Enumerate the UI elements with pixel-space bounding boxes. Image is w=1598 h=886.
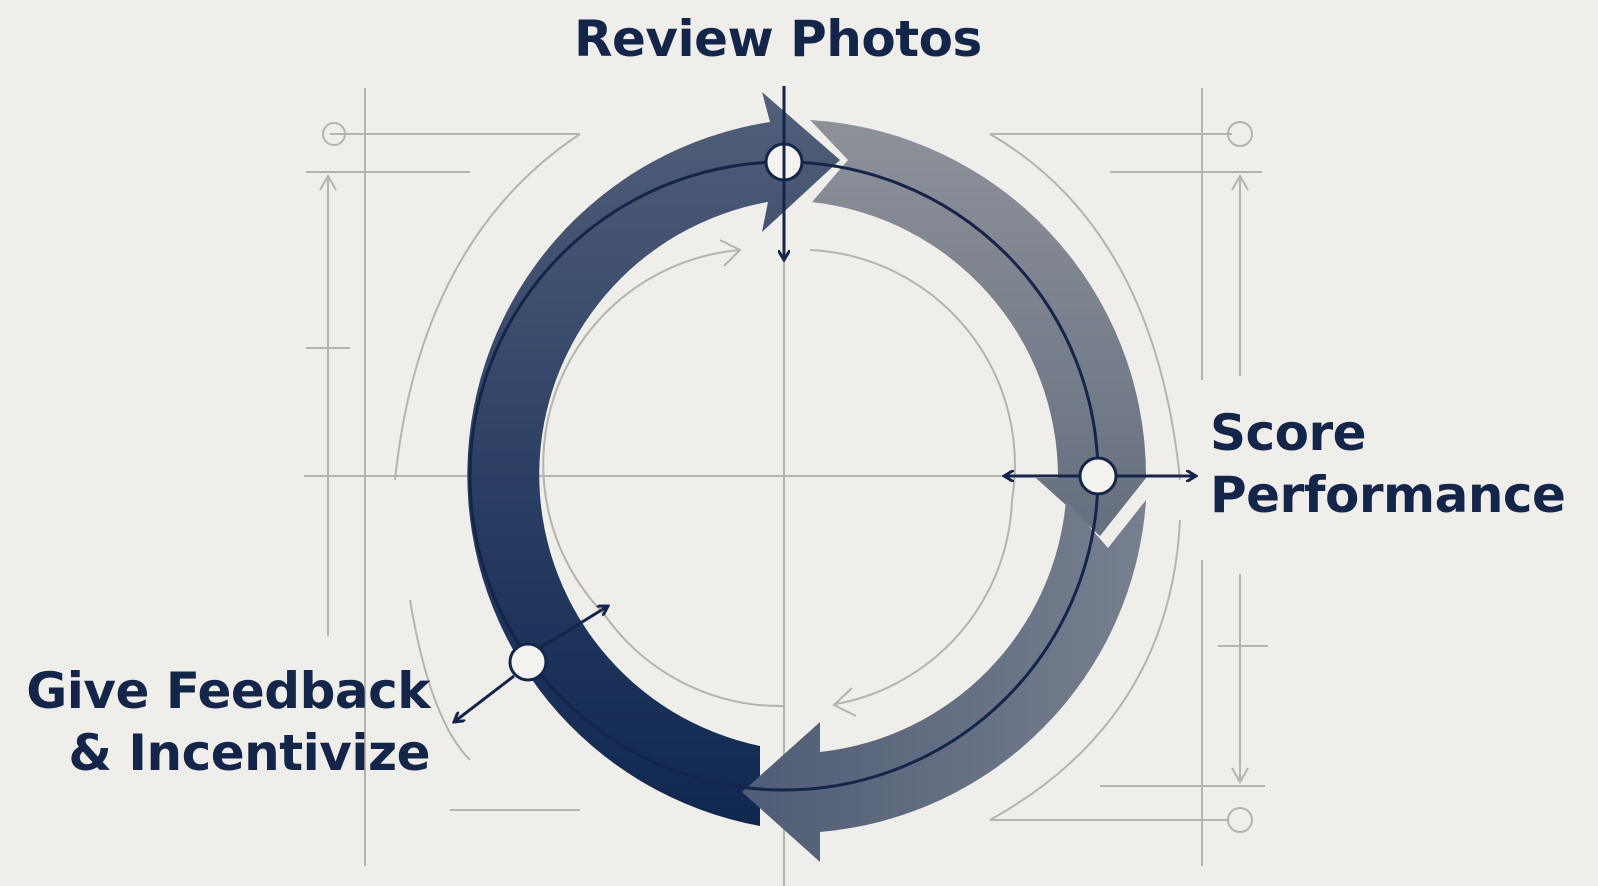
guide-right-tick-arrow-top (1231, 173, 1249, 191)
feedback-inward-arrow (539, 606, 608, 650)
arrow-score-to-feedback (742, 500, 1146, 862)
node-connectors (454, 86, 1196, 722)
guide-node-top-left (322, 122, 346, 146)
arrow-feedback-to-review (467, 92, 840, 826)
guide-node-bottom-right (1227, 807, 1253, 833)
stage-label-review-photos: Review Photos (574, 8, 984, 70)
guide-left-lower-curve (409, 599, 471, 761)
guide-right-tick-arrow-bottom (1231, 767, 1249, 785)
guide-right-curve (989, 133, 1181, 481)
node-score (1078, 456, 1118, 496)
stage-label-line: & Incentivize (68, 724, 430, 782)
stage-label-line: Give Feedback (26, 662, 430, 720)
stage-label-score-performance: Score Performance (1210, 402, 1596, 526)
inner-arc-left (542, 249, 741, 615)
stage-label-line: Performance (1210, 466, 1566, 524)
stage-label-line: Score (1210, 404, 1367, 462)
guide-left-curve (394, 133, 581, 481)
stage-label-line: Review Photos (574, 10, 982, 68)
stage-label-give-feedback: Give Feedback & Incentivize (20, 660, 430, 784)
arrow-review-to-score (810, 120, 1147, 536)
cycle-arrows (467, 92, 1147, 862)
inner-arc-arrow-top (719, 239, 742, 267)
inner-arc-arrow-bottom (832, 687, 857, 717)
inner-arc-bottom (603, 613, 785, 708)
feedback-outward-arrow (454, 674, 515, 722)
guide-right-lower-curve (989, 519, 1181, 821)
guide-left-tick-arrow (319, 173, 337, 191)
node-feedback (508, 642, 548, 682)
guide-node-top-right (1227, 121, 1253, 147)
